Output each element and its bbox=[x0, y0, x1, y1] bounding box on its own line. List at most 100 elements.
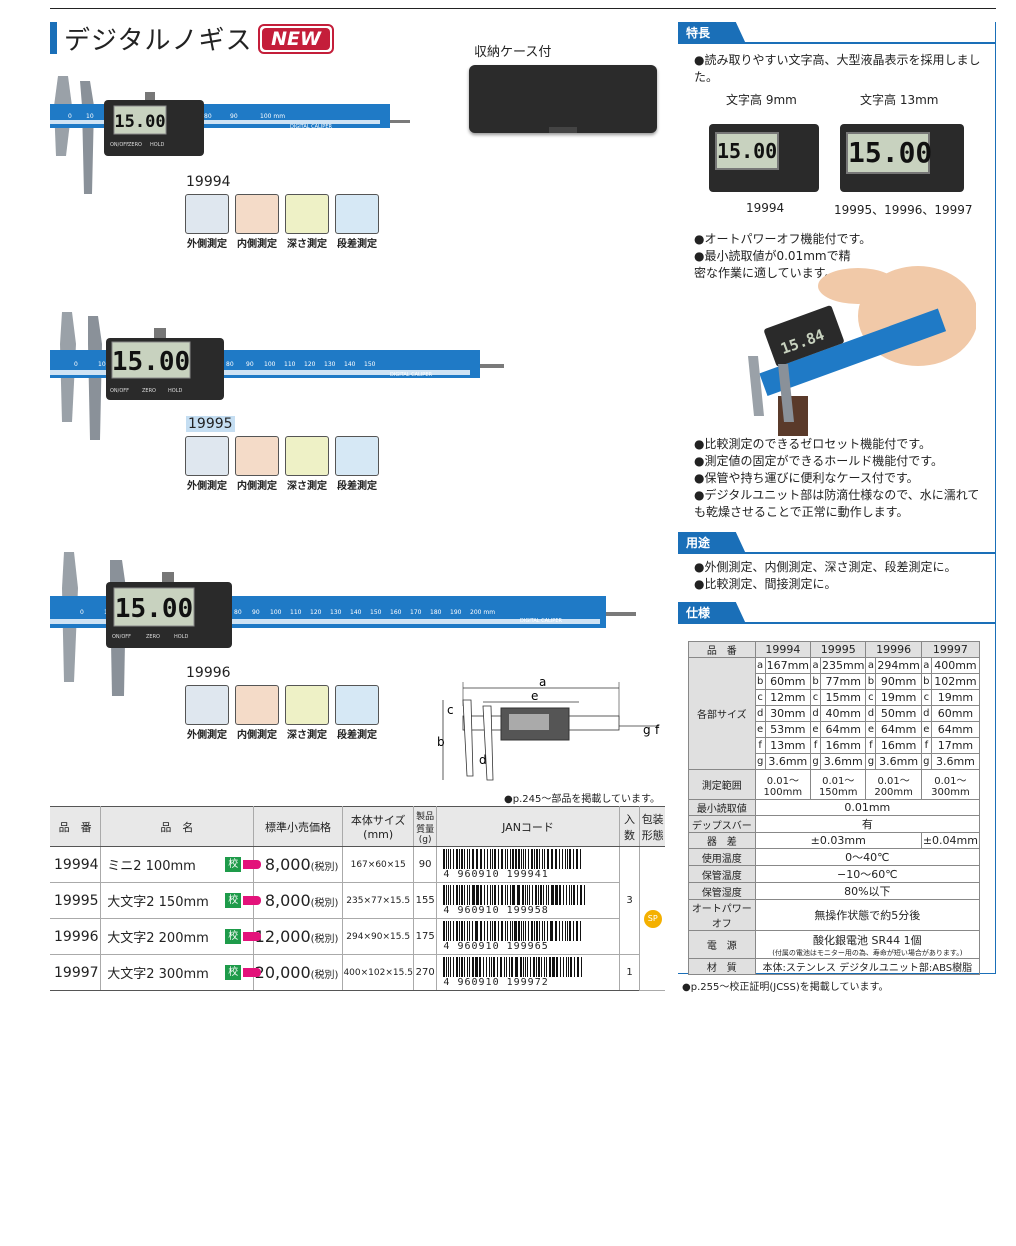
measurement-icons: 外側測定 内側測定 深さ測定 段差測定 bbox=[185, 436, 379, 492]
tag-icon bbox=[243, 860, 262, 869]
spec-value: 17mm bbox=[930, 737, 981, 754]
feature-bullet: ●測定値の固定ができるホールド機能付です。 bbox=[694, 454, 944, 468]
product-table: 品 番 品 名 標準小売価格 本体サイズ(mm) 製品質量(g) JANコード … bbox=[50, 806, 665, 991]
spec-value: 53mm bbox=[764, 721, 812, 738]
icon-label: 段差測定 bbox=[337, 730, 377, 741]
caption-large: 文字高 13mm bbox=[860, 93, 939, 107]
zero-label: ZERO bbox=[128, 142, 142, 148]
spec-dim-letter: d bbox=[754, 705, 766, 722]
row-no: 19995 bbox=[50, 882, 102, 919]
scale-label: 100 bbox=[270, 609, 282, 616]
tax-note: (税別) bbox=[310, 898, 339, 909]
row-price: 20,000(税別) bbox=[253, 954, 344, 991]
price-value: 12,000 bbox=[254, 927, 311, 946]
scale-label: 120 bbox=[304, 361, 316, 368]
spec-value: 60mm bbox=[930, 705, 981, 722]
spec-dim-letter: g bbox=[810, 753, 821, 770]
scale-label: 100 bbox=[264, 361, 276, 368]
spec-dim-letter: f bbox=[754, 737, 766, 754]
top-rule bbox=[50, 8, 996, 9]
feature-bullet: ●デジタルユニット部は防滴仕様なので、水に濡れても乾燥させることで正常に動作しま… bbox=[694, 488, 980, 519]
barcode-image bbox=[443, 885, 612, 905]
feature-bullet: ●オートパワーオフ機能付です。 bbox=[694, 232, 872, 246]
spec-row: 電 源酸化銀電池 SR44 1個(付属の電池はモニター用の為、寿命が短い場合があ… bbox=[688, 930, 981, 959]
scale-label: 160 bbox=[390, 609, 402, 616]
new-badge: NEW bbox=[258, 24, 334, 54]
row-name-text: ミニ2 100mm bbox=[107, 859, 196, 874]
spec-header: 仕様 bbox=[678, 602, 996, 624]
jan-number: 4 960910 199958 bbox=[443, 905, 549, 916]
inside-measure-icon bbox=[235, 436, 279, 476]
icon-label: 深さ測定 bbox=[287, 730, 327, 741]
parts-note: ●p.245～部品を掲載しています。 bbox=[504, 794, 661, 805]
feature-bullet: ●最小読取値が0.01mmで精密な作業に適しています。 bbox=[694, 249, 851, 280]
spec-value: −10～60℃ bbox=[754, 865, 981, 883]
caliper-brand-label: DIGITAL CALIPER bbox=[290, 124, 332, 130]
use-bullet: ●比較測定、間接測定に。 bbox=[694, 577, 837, 591]
spec-dim-letter: b bbox=[810, 673, 821, 690]
row-no: 19996 bbox=[50, 918, 102, 955]
row-jan: 4 960910 199965 bbox=[436, 918, 620, 955]
scale-label: 90 bbox=[246, 361, 254, 368]
col-header-no: 品 番 bbox=[50, 806, 102, 847]
scale-label: 90 bbox=[252, 609, 260, 616]
spec-value: 40mm bbox=[819, 705, 867, 722]
table-header-row: 品 番 品 名 標準小売価格 本体サイズ(mm) 製品質量(g) JANコード … bbox=[50, 806, 665, 847]
spec-label: 測定範囲 bbox=[688, 769, 756, 800]
spec-model: 19997 bbox=[920, 641, 981, 658]
row-name-text: 大文字2 150mm bbox=[107, 895, 209, 910]
new-badge-label: NEW bbox=[262, 28, 330, 50]
dim-d-label: d bbox=[479, 753, 487, 767]
spec-dim-letter: c bbox=[920, 689, 932, 706]
spec-dim-letter: b bbox=[754, 673, 766, 690]
page-title: デジタルノギス bbox=[64, 26, 253, 56]
scale-labels-19995: 0 10 80 90 100 110 120 130 140 150 bbox=[74, 361, 376, 368]
lcd-large-value: 15.00 bbox=[846, 132, 932, 174]
spec-dim-letter: a bbox=[810, 657, 821, 674]
dim-e-label: e bbox=[531, 689, 538, 703]
tag-icon bbox=[243, 896, 262, 905]
inside-measure-icon bbox=[235, 194, 279, 234]
zero-label: ZERO bbox=[142, 388, 156, 394]
spec-dim-letter: d bbox=[920, 705, 932, 722]
col-header-size: 本体サイズ(mm) bbox=[342, 806, 414, 847]
spec-row: 保管温度−10～60℃ bbox=[688, 865, 981, 883]
lcd-large-image: 15.00 bbox=[840, 124, 964, 192]
row-no: 19994 bbox=[50, 846, 102, 883]
lcd-small-image: 15.00 bbox=[709, 124, 819, 192]
caption-small: 文字高 9mm bbox=[726, 93, 797, 107]
spec-value: 13mm bbox=[764, 737, 812, 754]
spec-model: 19994 bbox=[754, 641, 812, 658]
spec-dim-letter: d bbox=[865, 705, 877, 722]
caliper-19994-image: 0 10 80 90 100 mm DIGITAL CALIPER 15.00 … bbox=[50, 76, 410, 194]
model-number-19994: 19994 bbox=[186, 174, 231, 190]
spec-row: オートパワーオフ無操作状態で約5分後 bbox=[688, 899, 981, 931]
scale-label: 140 bbox=[344, 361, 356, 368]
row-size: 235×77×15.5 bbox=[342, 882, 414, 919]
spec-label: 材 質 bbox=[688, 958, 756, 975]
scale-label: 170 bbox=[410, 609, 422, 616]
icon-label: 段差測定 bbox=[337, 481, 377, 492]
icon-label: 深さ測定 bbox=[287, 239, 327, 250]
spec-value: 64mm bbox=[875, 721, 922, 738]
step-measure-icon bbox=[335, 436, 379, 476]
spec-value: 167mm bbox=[764, 657, 812, 674]
spec-row: デップスバー有 bbox=[688, 815, 981, 833]
scale-labels-19996: 0 10 80 90 100 110 120 130 140 150 160 1… bbox=[80, 609, 495, 616]
scale-label: 140 bbox=[350, 609, 362, 616]
spec-value: 235mm bbox=[819, 657, 867, 674]
tag-icon bbox=[243, 932, 262, 941]
sp-pack-icon: SP bbox=[643, 909, 662, 928]
outside-measure-icon bbox=[185, 685, 229, 725]
tax-note: (税別) bbox=[310, 862, 339, 873]
spec-dim-letter: d bbox=[810, 705, 821, 722]
spec-label: 品 番 bbox=[688, 641, 756, 658]
row-qty: 1 bbox=[619, 954, 641, 991]
